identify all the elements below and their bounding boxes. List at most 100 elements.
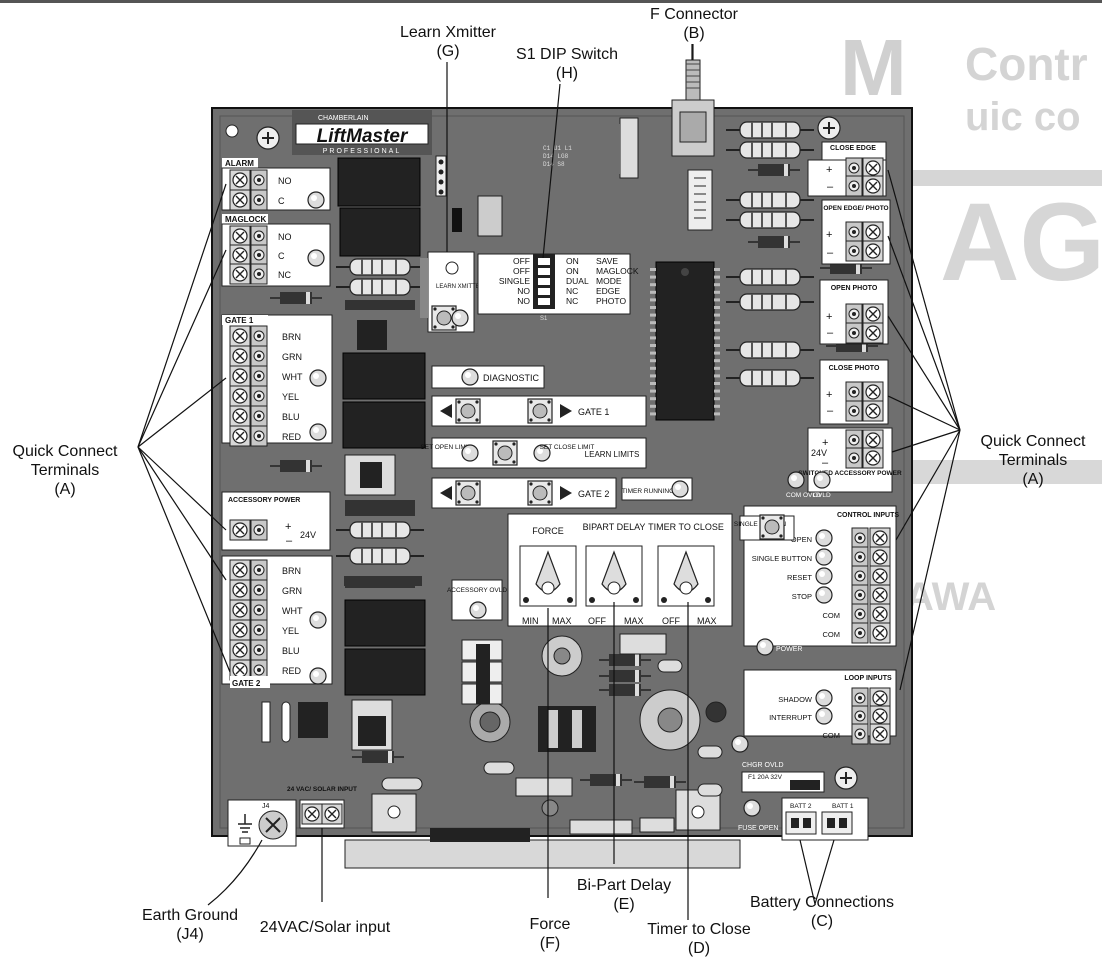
learn-limits-label: LEARN LIMITS [585, 450, 640, 459]
force-min: MIN [522, 616, 539, 626]
gate2-terms-label-yel: YEL [282, 626, 299, 636]
loop-input-label: SHADOW [778, 695, 813, 704]
svg-text:–: – [827, 327, 834, 339]
svg-text:+: + [826, 389, 832, 401]
timer-off: OFF [662, 616, 680, 626]
svg-text:–: – [822, 457, 829, 469]
svg-text:–: – [827, 405, 834, 417]
dip-left-label: SINGLE [499, 276, 531, 286]
maglock-c: C [278, 251, 285, 261]
gate1-terms-label-brn: BRN [282, 332, 301, 342]
timer-running-label: TIMER RUNNING [622, 488, 674, 495]
batt1-label: BATT 1 [832, 803, 854, 810]
gate1-terms-label-grn: GRN [282, 352, 302, 362]
bipart-off: OFF [588, 616, 606, 626]
svg-text:Contr: Contr [965, 38, 1088, 90]
dip-toggle[interactable] [538, 288, 550, 295]
svg-text:S1: S1 [540, 316, 548, 322]
dip-right-label: ON [566, 256, 579, 266]
dip-toggle[interactable] [538, 258, 550, 265]
accessory-minus: – [286, 535, 293, 547]
learn-xmitter-label: LEARN XMITTER [436, 284, 485, 290]
callout-battery-connections: Battery Connections (C) [736, 893, 908, 931]
gate2-terms-label-wht: WHT [282, 606, 303, 616]
alarm-title: ALARM [225, 159, 254, 168]
callout-timer-close-name: Timer to Close [647, 921, 751, 938]
gate2-button-label: GATE 2 [578, 489, 609, 499]
svg-text:AWA: AWA [905, 575, 996, 619]
control-inputs-title: CONTROL INPUTS [837, 512, 899, 519]
close-photo-label: CLOSE PHOTO [829, 365, 880, 372]
callout-qc-right-line1: Quick Connect [980, 433, 1086, 450]
callout-earth-ground-name: Earth Ground [141, 907, 239, 924]
alarm-no: NO [278, 176, 292, 186]
maglock-nc: NC [278, 270, 291, 280]
batt2-label: BATT 2 [790, 803, 812, 810]
callout-qc-left-line1: Quick Connect [12, 443, 118, 460]
dip-function-label: MODE [596, 276, 622, 286]
callout-force-code: (F) [539, 935, 561, 952]
callout-earth-ground: Earth Ground (J4) [130, 906, 250, 944]
callout-f-connector-name: F Connector [649, 6, 739, 23]
switched-accessory-power-label: SWITCHED ACCESSORY POWER [798, 470, 902, 477]
gate1-terms-label-yel: YEL [282, 392, 299, 402]
force-title: FORCE [532, 526, 564, 536]
dip-function-label: SAVE [596, 256, 618, 266]
power-label: POWER [776, 646, 802, 653]
svg-text:+: + [822, 437, 828, 449]
svg-text:+: + [826, 229, 832, 241]
com-ovld-label: COM OVLD [786, 492, 821, 499]
control-input-label: RESET [787, 573, 812, 582]
callout-s1-dip: S1 DIP Switch (H) [504, 45, 630, 83]
callout-s1-dip-name: S1 DIP Switch [516, 46, 618, 63]
callout-qc-right-code: (A) [1022, 471, 1044, 488]
svg-text:+: + [826, 311, 832, 323]
svg-text:M: M [840, 23, 907, 112]
loop-inputs-title: LOOP INPUTS [844, 675, 892, 682]
callout-bipart-name: Bi-Part Delay [576, 877, 672, 894]
dip-left-label: NO [517, 286, 530, 296]
callout-quick-connect-right: Quick Connect Terminals (A) [966, 432, 1100, 489]
maglock-no: NO [278, 232, 292, 242]
chgr-ovld-label: CHGR OVLD [742, 762, 784, 769]
callout-timer-to-close: Timer to Close (D) [634, 920, 764, 958]
dip-right-label: ON [566, 266, 579, 276]
open-photo-label: OPEN PHOTO [831, 285, 878, 292]
callout-force: Force (F) [510, 915, 590, 953]
gate1-terms-label-red: RED [282, 432, 302, 442]
dip-toggle[interactable] [538, 298, 550, 305]
callout-battery-name: Battery Connections [749, 894, 895, 911]
callout-s1-dip-code: (H) [555, 65, 579, 82]
gate2-terms-label-brn: BRN [282, 566, 301, 576]
callout-quick-connect-left: Quick Connect Terminals (A) [0, 442, 130, 499]
accessory-power-title: ACCESSORY POWER [228, 497, 300, 504]
dip-toggle[interactable] [538, 268, 550, 275]
gate1-button-label: GATE 1 [578, 407, 609, 417]
board-brand-top: CHAMBERLAIN [318, 115, 369, 122]
loop-input-label: INTERRUPT [769, 713, 812, 722]
close-edge-label: CLOSE EDGE [830, 145, 876, 152]
accessory-plus: + [285, 521, 291, 533]
dip-function-label: PHOTO [596, 296, 626, 306]
svg-text:D14 LG8: D14 LG8 [543, 153, 569, 160]
board-brand: LiftMaster [317, 126, 409, 147]
fuse-open-label: FUSE OPEN [738, 825, 778, 832]
dip-function-label: EDGE [596, 286, 620, 296]
dip-right-label: NC [566, 296, 578, 306]
timer-close-title: TIMER TO CLOSE [648, 522, 724, 532]
svg-text:LEARN XMITTER: LEARN XMITTER [436, 284, 485, 290]
callout-timer-close-code: (D) [687, 940, 711, 957]
callout-qc-left-code: (A) [54, 481, 76, 498]
control-input-label: STOP [792, 592, 812, 601]
callout-f-connector: F Connector (B) [634, 5, 754, 43]
open-edge-photo-label: OPEN EDGE/ PHOTO [823, 205, 888, 212]
gate1-terms-label-blu: BLU [282, 412, 300, 422]
j4-label: J4 [262, 803, 270, 810]
dip-toggle[interactable] [538, 278, 550, 285]
svg-text:–: – [827, 181, 834, 193]
svg-text:SWITCHED ACCESSORY POWER: SWITCHED ACCESSORY POWER [798, 470, 902, 477]
svg-text:AG: AG [940, 181, 1102, 304]
dip-left-label: NO [517, 296, 530, 306]
dip-left-label: OFF [513, 256, 530, 266]
